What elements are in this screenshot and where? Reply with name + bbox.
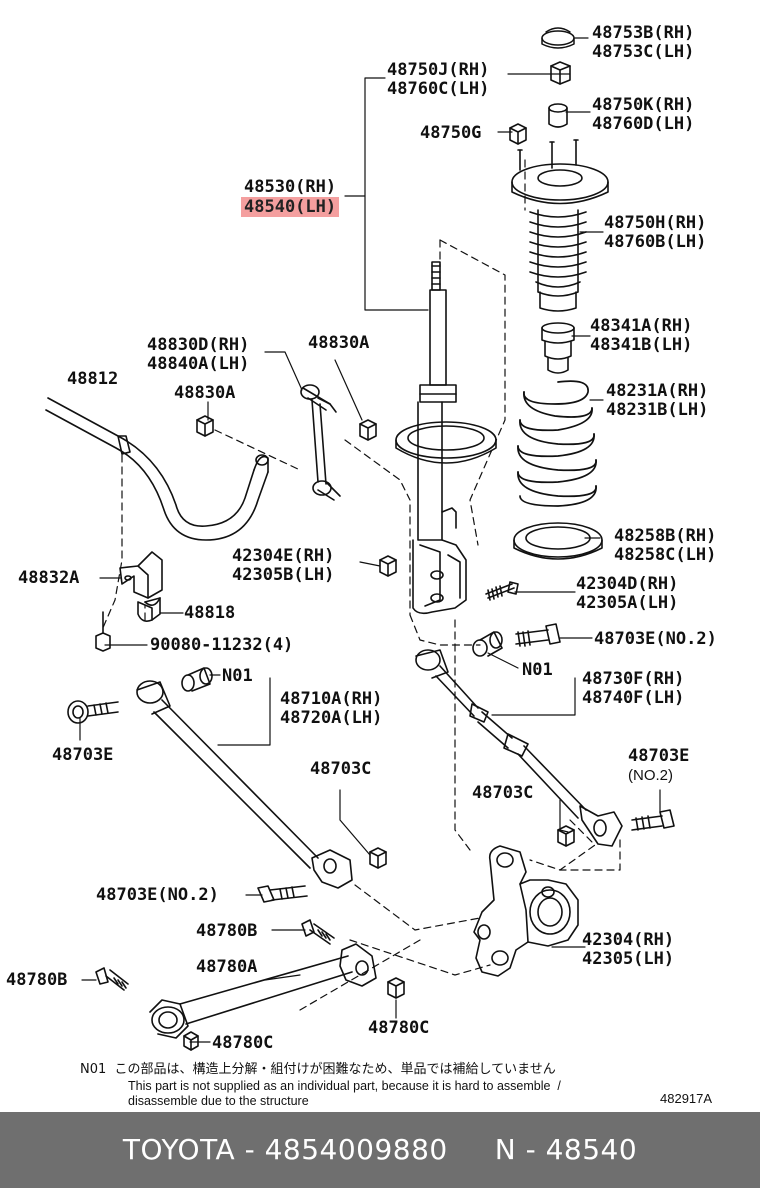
- label-48540-highlighted[interactable]: 48540(LH): [241, 197, 340, 217]
- bolt-42304d: [485, 581, 519, 601]
- bracket-48832a: [119, 551, 163, 599]
- label-48750k[interactable]: 48750K(RH): [592, 95, 695, 115]
- label-48780b-left[interactable]: 48780B: [6, 970, 68, 990]
- nut-42304e: [379, 555, 397, 577]
- label-48258b[interactable]: 48258B(RH): [614, 526, 717, 546]
- label-48530[interactable]: 48530(RH): [244, 177, 337, 197]
- dust-boot-bellows: [529, 209, 587, 312]
- label-48750j[interactable]: 48750J(RH): [387, 60, 490, 80]
- lower-arm-48710a: [136, 680, 353, 889]
- label-48753b[interactable]: 48753B(RH): [592, 23, 695, 43]
- label-48750h[interactable]: 48750H(RH): [604, 213, 707, 233]
- label-42305[interactable]: 42305(LH): [582, 949, 675, 969]
- note-en-line1: This part is not supplied as an individu…: [128, 1079, 561, 1093]
- dust-cap-48753: [541, 27, 575, 49]
- label-48760b[interactable]: 48760B(LH): [604, 232, 707, 252]
- label-42304[interactable]: 42304(RH): [582, 930, 675, 950]
- bolt-48703e-left: [67, 700, 119, 724]
- label-48840a[interactable]: 48840A(LH): [147, 354, 250, 374]
- highlight-48540: 48540(LH): [241, 197, 340, 217]
- label-48812[interactable]: 48812: [67, 369, 119, 389]
- label-48780a[interactable]: 48780A: [196, 957, 258, 977]
- nut-48703c-right: [557, 825, 575, 847]
- label-42304e[interactable]: 42304E(RH): [232, 546, 335, 566]
- assembly-dashed-lines: [101, 159, 621, 1011]
- label-48703c-right[interactable]: 48703C: [472, 783, 534, 803]
- bolt-90080: [95, 611, 111, 652]
- figure-number: 482917A: [660, 1091, 713, 1106]
- label-48780b-top[interactable]: 48780B: [196, 921, 258, 941]
- bump-stopper-48341: [541, 322, 575, 374]
- nut-48830a-right: [359, 419, 377, 441]
- label-48780c-bottom[interactable]: 48780C: [212, 1033, 274, 1053]
- label-48703e-no2-top[interactable]: 48703E(NO.2): [594, 629, 717, 649]
- label-48710a[interactable]: 48710A(RH): [280, 689, 383, 709]
- strut-nut-48750j: [550, 61, 571, 85]
- label-48231b[interactable]: 48231B(LH): [606, 400, 709, 420]
- nut-48830a-left: [196, 415, 214, 437]
- nut-48780c-right: [387, 977, 405, 999]
- leader-lines: [79, 37, 661, 1043]
- stabilizer-link-48830d: [300, 384, 341, 501]
- label-48720a[interactable]: 48720A(LH): [280, 708, 383, 728]
- rear-axle-carrier-42304: [473, 845, 579, 977]
- bushing-n01-right: [472, 631, 503, 657]
- nut-48780c-bottom: [183, 1031, 199, 1051]
- collar-48750k: [548, 103, 568, 128]
- label-48730f[interactable]: 48730F(RH): [582, 669, 685, 689]
- bolt-48703e-no2-right: [631, 809, 675, 831]
- note-en-line2: disassemble due to the structure: [128, 1094, 309, 1108]
- label-48703e-right-no2: (NO.2): [628, 767, 673, 784]
- note-jp-text: この部品は、構造上分解・組付けが困難なため、単品では補給していません: [114, 1062, 556, 1077]
- label-48760d[interactable]: 48760D(LH): [592, 114, 695, 134]
- label-48818[interactable]: 48818: [184, 603, 236, 623]
- label-48750g[interactable]: 48750G: [420, 123, 482, 143]
- stabilizer-bar-48812: [45, 397, 269, 541]
- label-48740f[interactable]: 48740F(LH): [582, 688, 685, 708]
- footer-part-number: TOYOTA - 4854009880 N - 48540: [122, 1133, 638, 1166]
- spring-insulator-48258: [513, 522, 603, 560]
- label-48341b[interactable]: 48341B(LH): [590, 335, 693, 355]
- label-48832a[interactable]: 48832A: [18, 568, 80, 588]
- nut-48703c-mid: [369, 847, 387, 869]
- footer-bar: TOYOTA - 4854009880 N - 48540: [0, 1112, 760, 1188]
- bolt-48780b-top: [301, 919, 335, 945]
- coil-spring-48231: [517, 380, 597, 507]
- label-48703e-right[interactable]: 48703E: [628, 746, 690, 766]
- label-48830a-right[interactable]: 48830A: [308, 333, 370, 353]
- label-48830a-left[interactable]: 48830A: [174, 383, 236, 403]
- label-48753c[interactable]: 48753C(LH): [592, 42, 695, 62]
- bushing-48818: [137, 597, 161, 622]
- label-90080[interactable]: 90080-11232(4): [150, 635, 294, 655]
- label-n01-left[interactable]: N01: [222, 666, 253, 686]
- note-code: N01: [80, 1062, 107, 1077]
- label-48341a[interactable]: 48341A(RH): [590, 316, 693, 336]
- lateral-link-48730f: [415, 649, 623, 847]
- label-48703e-left[interactable]: 48703E: [52, 745, 114, 765]
- label-48760c[interactable]: 48760C(LH): [387, 79, 490, 99]
- bushing-n01-left: [181, 667, 213, 692]
- bolt-48703e-no2-bottom: [257, 885, 308, 903]
- shock-absorber-48540: [395, 261, 497, 615]
- trailing-arm-48780a: [149, 943, 377, 1039]
- bolt-48703e-no2-top: [515, 623, 561, 647]
- label-48703c-mid[interactable]: 48703C: [310, 759, 372, 779]
- nut-48750g: [509, 123, 527, 145]
- note-n01-japanese: N01 この部品は、構造上分解・組付けが困難なため、単品では補給していません: [80, 1058, 556, 1077]
- label-42305a[interactable]: 42305A(LH): [576, 593, 679, 613]
- label-48703e-no2-bottom[interactable]: 48703E(NO.2): [96, 885, 219, 905]
- suspension-exploded-drawing: [45, 27, 675, 1051]
- label-42304d[interactable]: 42304D(RH): [576, 574, 679, 594]
- label-n01-right[interactable]: N01: [522, 660, 553, 680]
- label-48258c[interactable]: 48258C(LH): [614, 545, 717, 565]
- label-48231a[interactable]: 48231A(RH): [606, 381, 709, 401]
- label-42305b[interactable]: 42305B(LH): [232, 565, 335, 585]
- upper-support-48750h: [511, 139, 609, 205]
- bolt-48780b-left: [95, 967, 129, 991]
- note-n01-english: This part is not supplied as an individu…: [128, 1079, 561, 1109]
- label-48830d[interactable]: 48830D(RH): [147, 335, 250, 355]
- label-48780c-right[interactable]: 48780C: [368, 1018, 430, 1038]
